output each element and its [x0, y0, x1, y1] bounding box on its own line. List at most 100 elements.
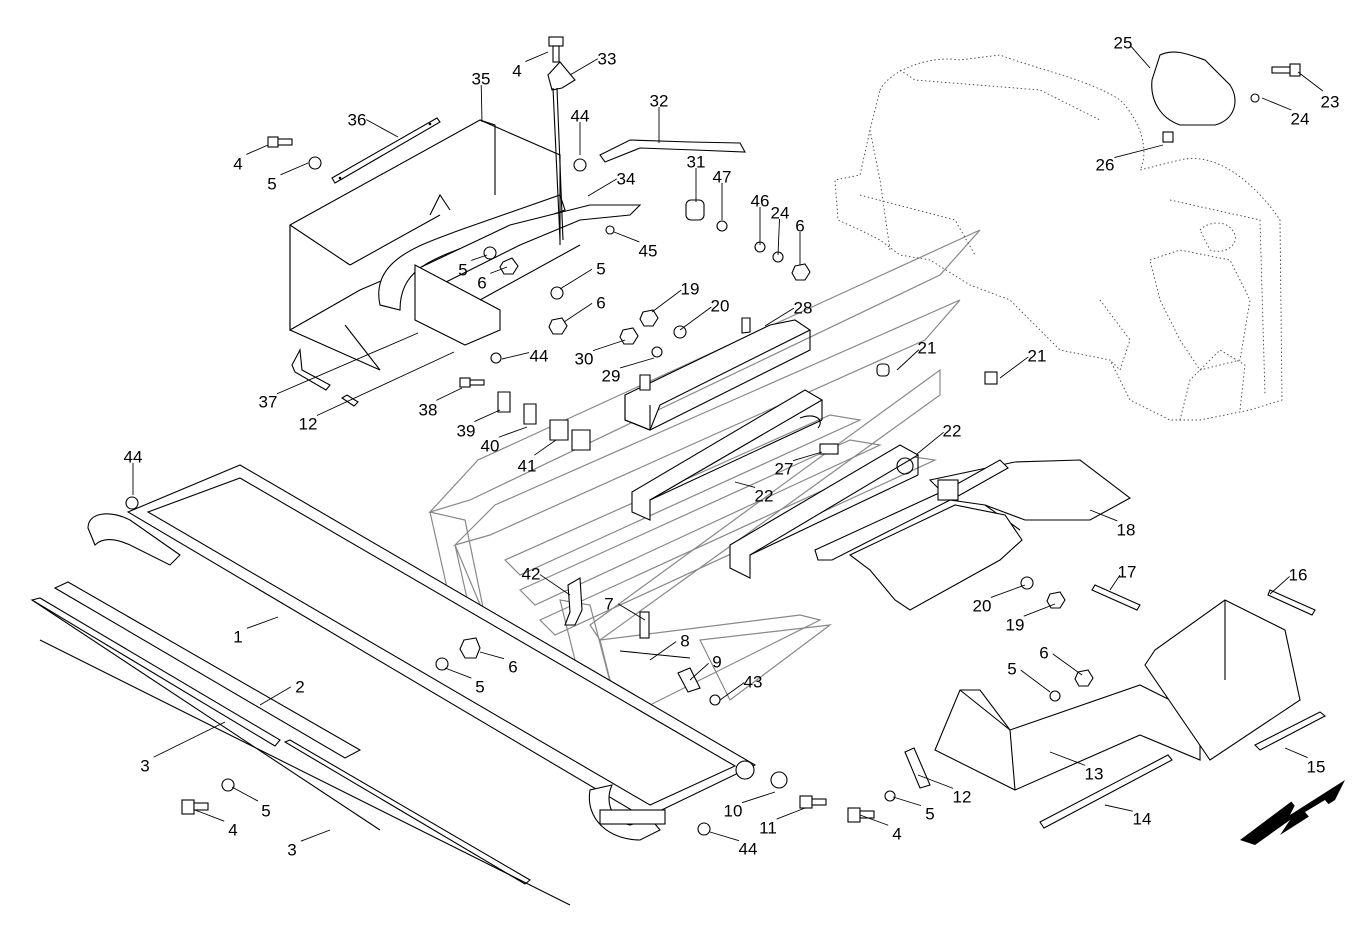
callout-leader-c3b	[300, 829, 331, 842]
callout-leader-c4b	[246, 144, 269, 155]
part-14-strip	[1039, 754, 1173, 829]
callout-label-c10: 10	[724, 801, 743, 820]
part-15-strip	[1254, 711, 1327, 751]
callout-leader-c8	[649, 641, 677, 661]
callout-label-c44c: 44	[124, 447, 143, 466]
part-7-pin	[639, 611, 650, 639]
callout-leader-c14	[1104, 804, 1133, 812]
part-13-guard	[934, 684, 1201, 791]
callout-label-c22b: 22	[755, 486, 774, 505]
callout-leader-c17	[1109, 574, 1121, 591]
callout-label-c41: 41	[518, 456, 537, 475]
part-32-strap	[599, 139, 746, 163]
watermark-logo	[428, 229, 981, 721]
callout-leader-c16	[1269, 576, 1290, 595]
callout-leader-c44d	[709, 831, 740, 842]
callout-leader-c42	[539, 574, 571, 596]
callout-leader-c5c	[559, 268, 593, 290]
callout-label-c7: 7	[604, 594, 613, 613]
part-4-bolt-a	[548, 36, 564, 63]
callout-leader-c18	[1089, 509, 1118, 522]
callout-leader-c4d	[859, 814, 889, 826]
callout-label-c5e: 5	[475, 677, 484, 696]
part-2-strip	[53, 581, 362, 759]
part-9-spring	[677, 667, 701, 693]
callout-leader-c5e	[444, 667, 472, 679]
callout-leader-c10	[741, 791, 776, 804]
callout-leader-c26	[1114, 144, 1164, 159]
callout-label-c29: 29	[602, 366, 621, 385]
callout-label-c28: 28	[794, 298, 813, 317]
part-1-main-frame	[87, 464, 757, 841]
part-42-bracket	[564, 577, 583, 626]
fasteners	[125, 136, 1094, 836]
callout-leader-c13	[1049, 751, 1086, 766]
callout-label-c21b: 21	[1028, 346, 1047, 365]
tractor-outline	[834, 54, 1283, 421]
callout-label-c36: 36	[348, 110, 367, 129]
part-22-channel-b	[729, 444, 920, 579]
part-40-bracket	[523, 403, 537, 425]
callout-label-c19b: 19	[1006, 615, 1025, 634]
callout-leader-c20b	[990, 584, 1026, 598]
callout-leader-c22a	[916, 431, 944, 455]
callout-label-c33: 33	[598, 49, 617, 68]
callout-label-c6e: 6	[508, 657, 517, 676]
callout-leader-c20a	[679, 306, 712, 331]
callout-leader-c6d	[1052, 653, 1083, 676]
callout-label-c42: 42	[522, 564, 541, 583]
callout-leader-c22b	[734, 481, 756, 488]
callout-leader-c1	[246, 616, 279, 629]
callout-label-c9: 9	[712, 652, 721, 671]
callout-label-c6d: 6	[1039, 643, 1048, 662]
callout-label-c6b: 6	[477, 273, 486, 292]
callout-label-c22a: 22	[943, 421, 962, 440]
callout-label-c23: 23	[1321, 92, 1340, 111]
callout-label-c4d: 4	[892, 824, 901, 843]
callout-label-c24b: 24	[771, 203, 790, 222]
callout-leader-c12b	[917, 774, 954, 789]
callout-label-c4b: 4	[233, 154, 242, 173]
callout-label-c24a: 24	[1291, 109, 1310, 128]
callout-leader-c24b	[777, 218, 780, 256]
callout-label-c3b: 3	[287, 840, 296, 859]
part-12-plate-b	[904, 747, 931, 789]
part-39-bracket	[497, 391, 511, 413]
part-33-clip	[547, 61, 576, 241]
callout-label-c20a: 20	[711, 296, 730, 315]
callout-label-c4c: 4	[228, 820, 237, 839]
callout-label-c35: 35	[472, 69, 491, 88]
callout-label-c20b: 20	[973, 596, 992, 615]
callout-leader-c28	[764, 307, 795, 327]
callout-label-c6c: 6	[596, 293, 605, 312]
callout-leader-c5d	[1020, 669, 1051, 693]
callout-leader-c12a	[316, 351, 455, 416]
callout-label-c26: 26	[1096, 155, 1115, 174]
callout-leader-c5f	[231, 786, 259, 802]
callout-label-c16: 16	[1289, 565, 1308, 584]
callout-label-c19a: 19	[681, 279, 700, 298]
lower-bracket	[848, 504, 1023, 611]
part-38-bolt	[459, 377, 485, 388]
callout-label-c12b: 12	[953, 787, 972, 806]
callout-leader-c38	[436, 387, 463, 401]
part-37-bracket	[291, 348, 331, 391]
callout-leader-c29	[620, 357, 655, 369]
callout-label-c30: 30	[575, 349, 594, 368]
callout-label-c44b: 44	[530, 346, 549, 365]
callout-leader-c5a	[280, 162, 309, 176]
part-35-box-housing	[289, 119, 561, 371]
callout-label-c34: 34	[617, 169, 636, 188]
callout-label-c6a: 6	[795, 216, 804, 235]
callout-label-c2: 2	[295, 677, 304, 696]
part-17-strip	[1091, 584, 1141, 611]
callout-leader-c41	[534, 439, 557, 456]
callout-label-c46: 46	[751, 191, 770, 210]
callout-leader-c5b	[471, 254, 488, 261]
callout-label-c15: 15	[1307, 757, 1326, 776]
callout-label-c37: 37	[259, 392, 278, 411]
part-23-bolt	[1271, 63, 1301, 77]
callout-label-c27: 27	[775, 459, 794, 478]
callout-label-c4a: 4	[512, 61, 521, 80]
